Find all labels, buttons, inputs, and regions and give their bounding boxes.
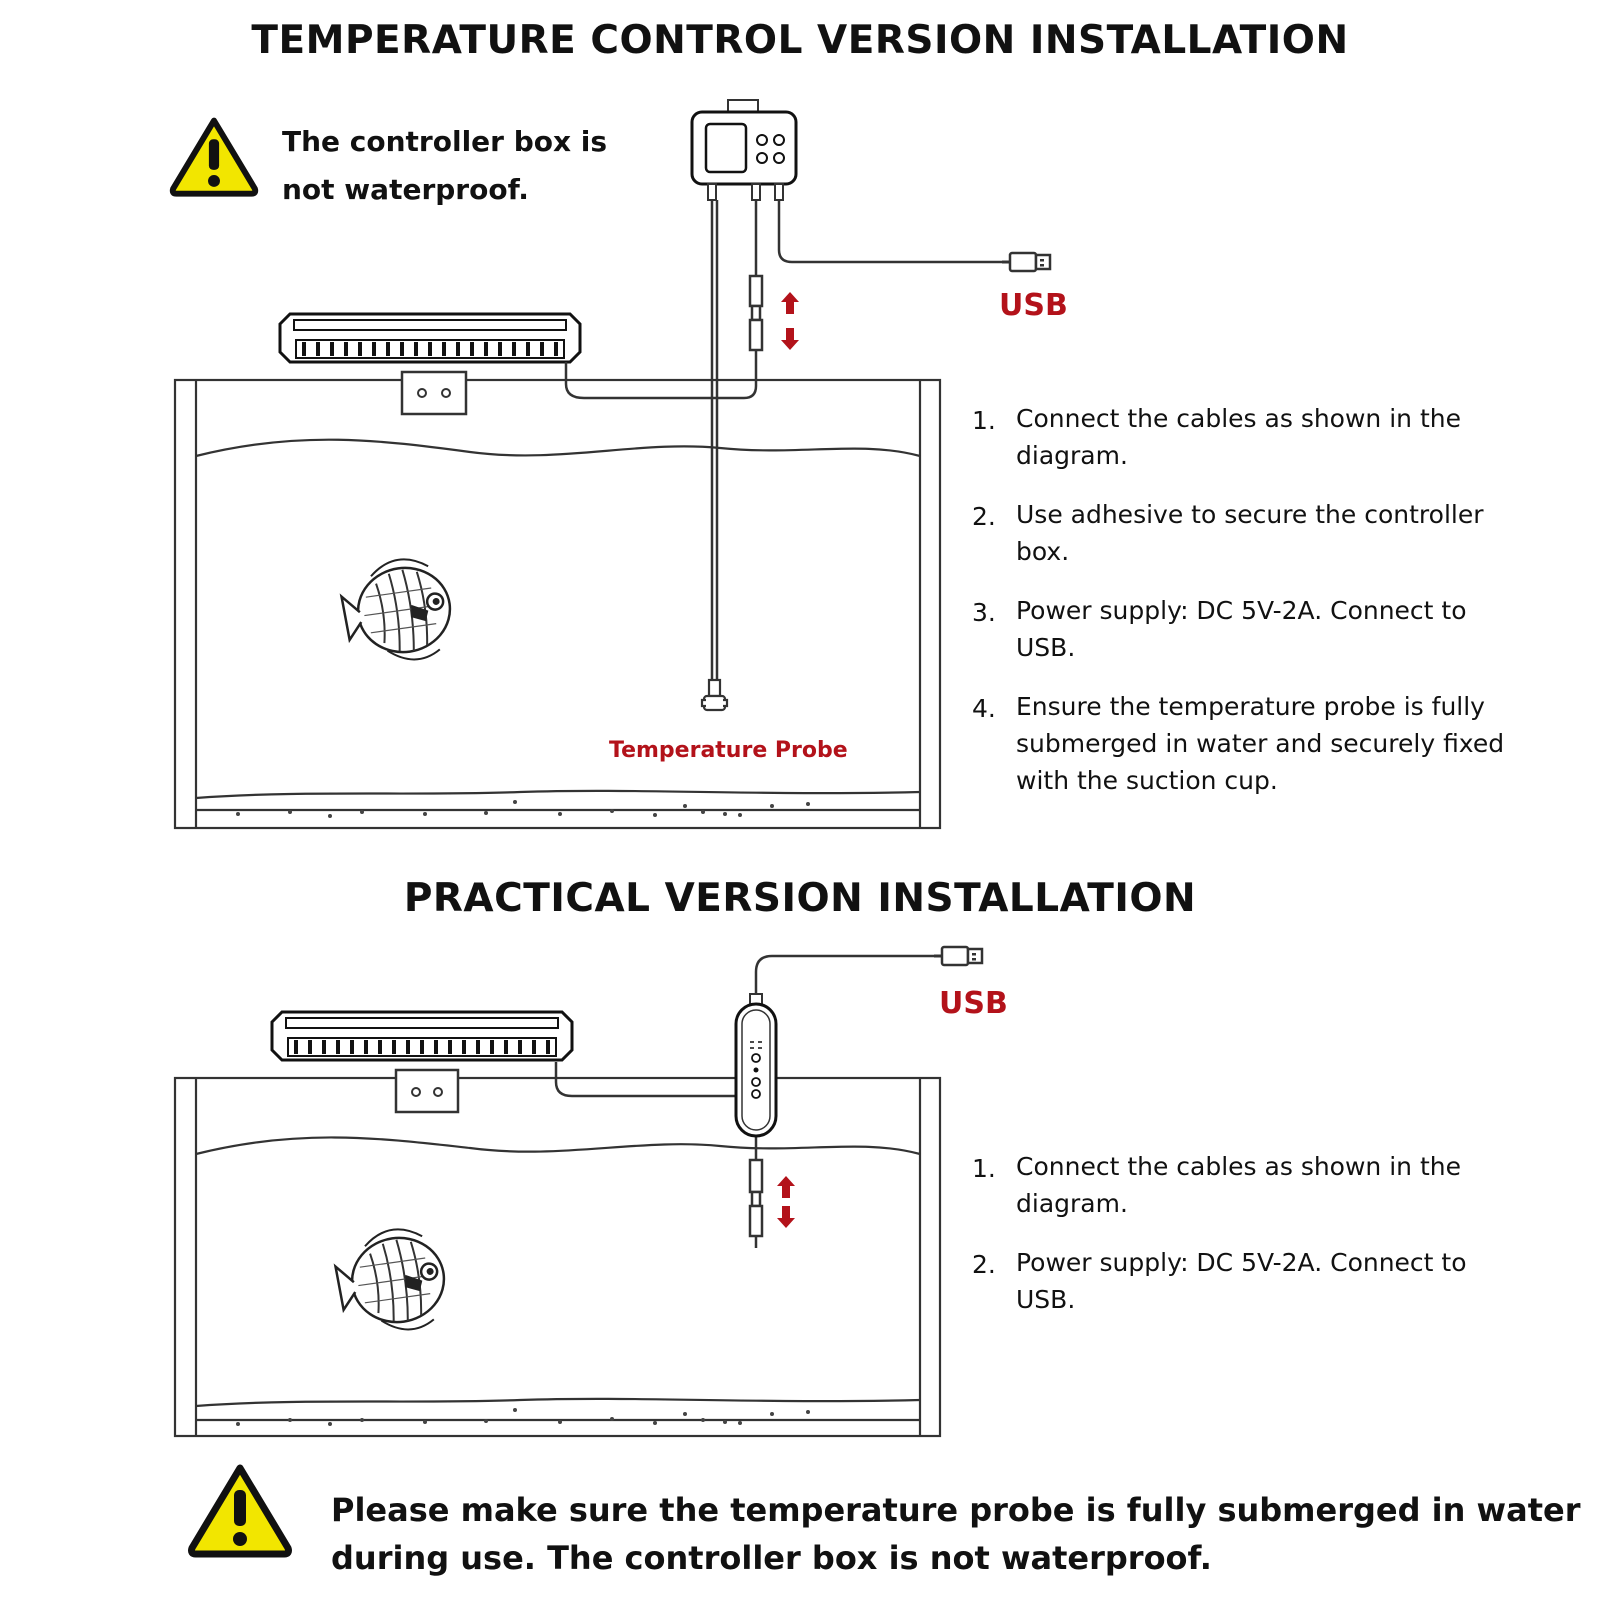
heading-temperature-control: TEMPERATURE CONTROL VERSION INSTALLATION [251, 18, 1349, 63]
arrow-up-icon [781, 292, 799, 314]
warning-text-top: The controller box is not waterproof. [282, 125, 608, 206]
step-item: 1. Connect the cables as shown in the dia… [972, 400, 1532, 474]
steps-list-practical: 1. Connect the cables as shown in the dia… [972, 1148, 1532, 1340]
step-number: 1. [972, 406, 996, 435]
step-number: 2. [972, 1250, 996, 1279]
warning-text-bottom: Please make sure the temperature probe i… [331, 1491, 1581, 1577]
fan-cooler-icon [270, 1010, 574, 1062]
step-number: 1. [972, 1154, 996, 1183]
mount-bracket-top [400, 370, 468, 416]
step-item: 3. Power supply: DC 5V-2A. Connect to USB… [972, 592, 1532, 666]
usb-label-bottom: USB [939, 986, 1008, 1021]
fish-icon [330, 1222, 452, 1340]
controller-box-icon [690, 99, 798, 201]
step-item: 2. Power supply: DC 5V-2A. Connect to USB… [972, 1244, 1532, 1318]
mount-bracket-bottom [394, 1068, 460, 1114]
gravel-dots-bottom [236, 1408, 810, 1426]
step-item: 1. Connect the cables as shown in the dia… [972, 1148, 1532, 1222]
inline-controller-icon [734, 993, 778, 1138]
step-text: Connect the cables as shown in the diagr… [1016, 1152, 1461, 1218]
step-number: 4. [972, 694, 996, 723]
cables-bottom [554, 954, 934, 1248]
arrow-down-icon [781, 328, 799, 350]
step-number: 3. [972, 598, 996, 627]
usb-plug-icon [932, 945, 984, 967]
step-text: Ensure the temperature probe is fully su… [1016, 692, 1505, 795]
step-text: Power supply: DC 5V-2A. Connect to USB. [1016, 1248, 1467, 1314]
usb-label-top: USB [999, 288, 1068, 323]
cables-top [564, 200, 1002, 682]
step-text: Use adhesive to secure the controller bo… [1016, 500, 1484, 566]
step-item: 4. Ensure the temperature probe is fully … [972, 688, 1532, 799]
step-text: Connect the cables as shown in the diagr… [1016, 404, 1461, 470]
gravel-dots-top [236, 800, 810, 818]
usb-plug-icon [1000, 251, 1052, 273]
heading-practical: PRACTICAL VERSION INSTALLATION [403, 876, 1197, 921]
warning-triangle-icon [192, 1468, 289, 1554]
arrow-down-icon [777, 1206, 795, 1228]
temperature-probe-label: Temperature Probe [609, 738, 848, 763]
warning-triangle-icon [173, 121, 255, 194]
step-text: Power supply: DC 5V-2A. Connect to USB. [1016, 596, 1467, 662]
arrow-up-icon [777, 1176, 795, 1198]
steps-list-temperature-control: 1. Connect the cables as shown in the dia… [972, 400, 1532, 821]
aquarium-tank-bottom [173, 1076, 942, 1438]
temperature-probe-icon [700, 678, 729, 712]
step-number: 2. [972, 502, 996, 531]
fan-cooler-icon [278, 312, 582, 364]
aquarium-tank-top [173, 378, 942, 830]
fish-icon [336, 552, 458, 670]
step-item: 2. Use adhesive to secure the controller … [972, 496, 1532, 570]
